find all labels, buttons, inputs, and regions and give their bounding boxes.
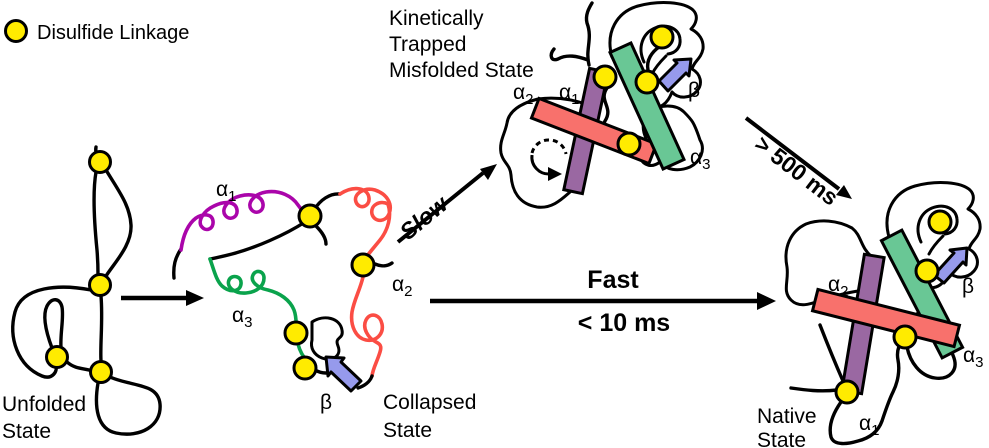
beta-label: β <box>320 391 332 414</box>
native-chain <box>789 386 839 393</box>
native-chain <box>818 323 845 383</box>
collapsed-chain <box>208 220 307 261</box>
disulfide-bond <box>892 324 918 350</box>
disulfide-bond <box>350 252 376 278</box>
arrowhead <box>836 185 852 199</box>
alpha1-label: α1 <box>559 81 579 108</box>
disulfide-bond <box>283 320 309 346</box>
misfolded-state-label: Kinetically <box>389 7 484 30</box>
disulfide-bond <box>88 150 112 174</box>
fast-time-label: < 10 ms <box>578 309 670 337</box>
beta-strand-arrow <box>657 57 693 93</box>
fast-arrow: Fast < 10 ms <box>430 266 776 337</box>
disulfide-bond <box>649 24 675 50</box>
alpha2-helix-bar <box>810 287 962 349</box>
native-loop-fold <box>927 234 945 256</box>
collapsed-chain <box>314 224 328 246</box>
misfolded-chain <box>584 1 594 67</box>
unfolded-chain <box>99 294 104 363</box>
rotation-arrow <box>530 138 568 181</box>
collapsed-loop-blob <box>310 316 344 361</box>
unfolded-state-label: Unfolded <box>2 393 86 416</box>
disulfide-bond <box>297 203 323 229</box>
collapsed-chain <box>172 247 183 280</box>
disulfide-bond <box>292 355 318 381</box>
alpha3-label: α3 <box>690 146 710 173</box>
native-state: α2 β α3 α1 Native State <box>757 181 983 448</box>
misfolded-to-native-arrow: > 500 ms <box>744 116 852 211</box>
alpha2-helix-coil <box>349 275 385 378</box>
unfolded-state: Unfolded State <box>2 145 162 443</box>
misfolded-state-label: Misfolded State <box>389 59 534 82</box>
disulfide-bond <box>89 360 113 384</box>
alpha3-helix-coil <box>208 257 298 332</box>
alpha2-helix-coil <box>338 186 392 265</box>
collapsed-chain <box>356 374 374 390</box>
disulfide-bond <box>45 345 69 369</box>
legend: Disulfide Linkage <box>4 19 189 44</box>
native-chain <box>828 335 907 446</box>
beta-strand-arrow <box>932 246 969 285</box>
fast-label: Fast <box>587 266 639 294</box>
alpha2-label: α2 <box>828 273 848 300</box>
alpha1-helix-coil <box>179 189 312 252</box>
arrowhead <box>757 292 776 310</box>
beta-label: β <box>962 275 974 298</box>
misfolded-state-label: Trapped <box>389 33 466 56</box>
disulfide-bond <box>634 69 660 95</box>
legend-label: Disulfide Linkage <box>37 22 189 44</box>
unfolded-to-collapsed-arrow <box>121 290 204 306</box>
arrowhead <box>480 164 497 180</box>
alpha3-label: α3 <box>232 304 252 331</box>
misfolded-state: Kinetically Trapped Misfolded State α2 α… <box>389 1 710 209</box>
native-state-label: Native <box>757 405 817 428</box>
collapsed-state: α1 α2 α3 β Collapsed State <box>172 178 476 442</box>
disulfide-bond <box>834 379 860 405</box>
disulfide-legend-icon <box>4 19 28 43</box>
disulfide-bond <box>616 131 642 157</box>
unfolded-chain <box>43 298 65 350</box>
disulfide-bond <box>88 273 112 297</box>
native-state-label: State <box>757 429 806 448</box>
alpha3-helix-bar <box>608 41 686 171</box>
native-loop-blob <box>784 219 874 307</box>
misfolded-chain <box>549 47 590 62</box>
unfolded-chain <box>92 170 100 277</box>
collapsed-state-label: State <box>383 419 432 442</box>
unfolded-chain <box>104 168 133 278</box>
collapsed-state-label: Collapsed <box>383 391 476 414</box>
unfolded-chain <box>94 375 162 436</box>
alpha1-label: α1 <box>859 412 879 439</box>
native-loop-fold <box>916 204 959 244</box>
misfold-to-native-time-label: > 500 ms <box>750 130 843 210</box>
alpha2-label: α2 <box>392 273 412 300</box>
alpha2-label: α2 <box>513 81 533 108</box>
misfolded-loop-fold <box>639 24 682 64</box>
alpha1-label: α1 <box>216 178 236 205</box>
collapsed-chain <box>373 261 394 268</box>
disulfide-bond <box>914 258 940 284</box>
slow-arrow: Slow <box>395 164 497 245</box>
unfolded-chain <box>65 360 94 373</box>
unfolded-state-label: State <box>2 420 51 443</box>
beta-label: β <box>688 79 700 102</box>
unfolded-chain <box>11 285 93 379</box>
disulfide-bond <box>927 209 953 235</box>
slow-label: Slow <box>395 189 455 245</box>
disulfide-bond <box>592 64 618 90</box>
arrowhead <box>186 290 204 306</box>
alpha3-label: α3 <box>963 344 983 371</box>
beta-strand-arrow <box>324 355 363 393</box>
